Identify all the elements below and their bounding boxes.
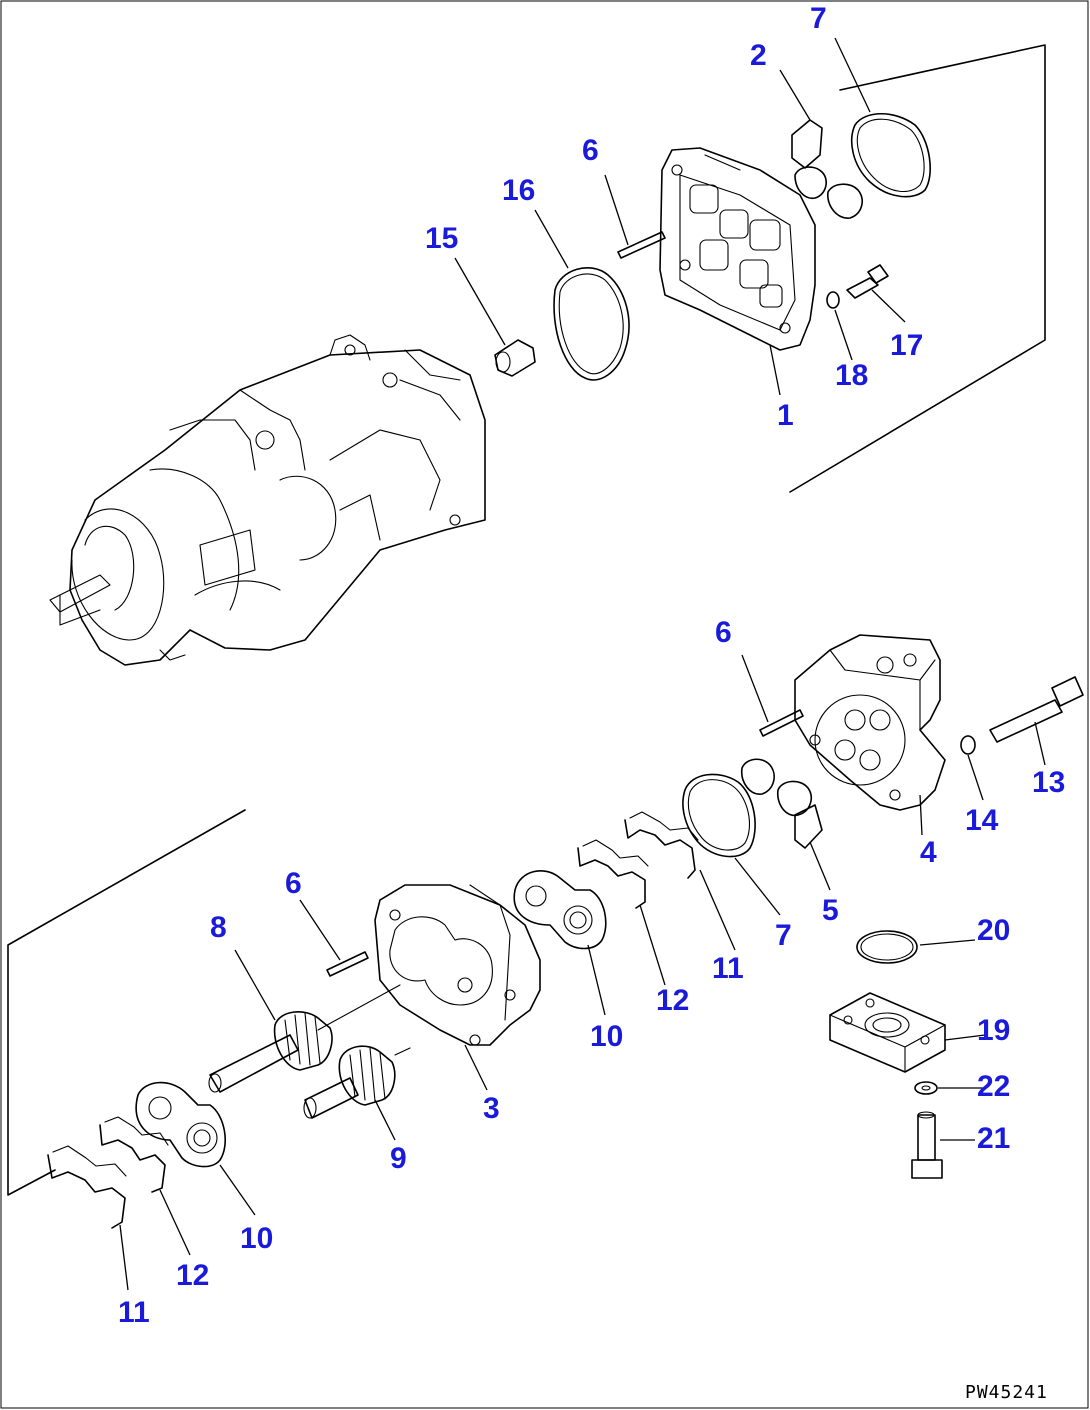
upper-group-boundary xyxy=(789,44,1046,493)
part-8-drive-gear xyxy=(208,984,401,1093)
callout-17: 17 xyxy=(890,329,923,362)
callout-4: 4 xyxy=(920,836,937,869)
part-16-o-ring xyxy=(553,266,630,381)
callout-8: 8 xyxy=(210,911,227,944)
callout-11-lower: 11 xyxy=(118,1296,150,1329)
callout-21: 21 xyxy=(977,1122,1010,1155)
part-15-sleeve xyxy=(494,339,536,377)
part-11-seal-middle xyxy=(624,811,699,879)
callout-5: 5 xyxy=(822,894,839,927)
callout-10-lower: 10 xyxy=(240,1222,273,1255)
part-20-o-ring xyxy=(856,930,918,964)
callout-13: 13 xyxy=(1032,766,1065,799)
callout-6-middle: 6 xyxy=(715,616,732,649)
callout-20: 20 xyxy=(977,914,1010,947)
main-pump-body xyxy=(49,334,486,666)
callout-14: 14 xyxy=(965,804,999,837)
part-22-washer xyxy=(914,1081,938,1095)
part-9-driven-gear xyxy=(303,1045,411,1119)
part-18-washer xyxy=(826,291,840,309)
callout-19: 19 xyxy=(977,1014,1010,1047)
callout-22: 22 xyxy=(977,1070,1010,1103)
callout-1: 1 xyxy=(777,399,794,432)
part-17-bolt xyxy=(846,264,889,299)
callout-labels: 1 2 3 4 5 6 6 6 7 7 8 9 10 10 11 11 12 1… xyxy=(118,2,1065,1329)
part-14-washer xyxy=(960,735,976,755)
callout-15: 15 xyxy=(425,222,458,255)
part-7-o-ring-upper xyxy=(850,113,931,198)
part-4-body xyxy=(794,634,946,811)
part-6-pin-lower xyxy=(326,951,369,977)
callout-10-middle: 10 xyxy=(590,1020,623,1053)
callout-3: 3 xyxy=(483,1092,500,1125)
part-11-seal-lower xyxy=(47,1145,127,1229)
part-12-seal-lower xyxy=(99,1116,169,1193)
part-13-bolt xyxy=(989,676,1084,743)
part-3-gear-housing xyxy=(374,884,541,1046)
callout-12-lower: 12 xyxy=(176,1259,209,1292)
part-19-flange xyxy=(829,992,946,1073)
part-10-plate-lower xyxy=(135,1081,226,1168)
callout-6-lower: 6 xyxy=(285,867,302,900)
leader-lines xyxy=(119,37,1046,1291)
drawing-code: PW45241 xyxy=(965,1382,1048,1403)
callout-18: 18 xyxy=(835,359,868,392)
part-6-pin-middle xyxy=(759,709,804,737)
part-1-cover xyxy=(659,147,816,351)
part-7-o-ring-lower xyxy=(682,773,756,858)
callout-11-middle: 11 xyxy=(712,952,744,985)
callout-16: 16 xyxy=(502,174,535,207)
part-6-pin-upper xyxy=(617,231,666,259)
callout-9: 9 xyxy=(390,1142,407,1175)
callout-7-lower: 7 xyxy=(775,919,792,952)
callout-2: 2 xyxy=(750,39,767,72)
callout-7-upper: 7 xyxy=(810,2,827,35)
part-5-valve xyxy=(740,758,823,849)
callout-6-upper: 6 xyxy=(582,134,599,167)
part-12-seal-middle xyxy=(577,839,649,909)
callout-12-middle: 12 xyxy=(656,984,689,1017)
part-21-bolt xyxy=(911,1111,943,1179)
lower-group-boundary xyxy=(7,809,246,1196)
part-10-plate-middle xyxy=(513,870,607,950)
